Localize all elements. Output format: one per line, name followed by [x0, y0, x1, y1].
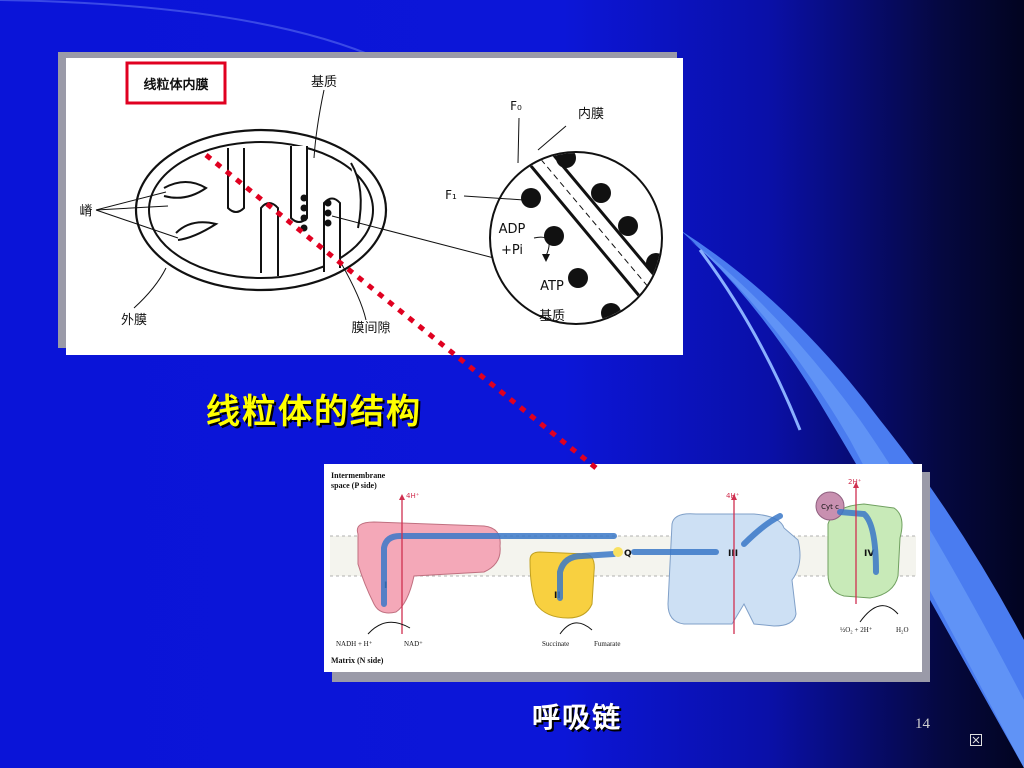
- label-fumarate: Fumarate: [594, 640, 620, 648]
- label-atp: ATP: [540, 279, 564, 294]
- caption-mitochondria-structure: 线粒体的结构: [206, 392, 422, 432]
- label-cristae: 嵴: [79, 204, 92, 219]
- label-complex-iii: III: [728, 549, 738, 559]
- label-proton-i: 4H⁺: [406, 492, 420, 500]
- caption-respiratory-chain: 呼吸链: [532, 701, 623, 734]
- label-outer-membrane: 外膜: [121, 313, 147, 328]
- respiratory-chain-panel: Intermembrane space (P side) Matrix (N s…: [324, 464, 922, 672]
- label-matrix-zoom: 基质: [539, 309, 565, 324]
- label-inner-membrane: 线粒体内膜: [143, 77, 208, 93]
- label-nadh: NADH + H⁺: [336, 640, 373, 648]
- label-proton-iii: 4H⁺: [726, 492, 740, 500]
- respiratory-chain-diagram: Intermembrane space (P side) Matrix (N s…: [330, 471, 916, 665]
- label-intermembrane-1: Intermembrane: [331, 471, 386, 480]
- label-water: H₂O: [896, 626, 909, 634]
- return-icon-glyph: [970, 734, 982, 746]
- return-icon[interactable]: [970, 731, 982, 746]
- cytochrome-c: [815, 491, 845, 521]
- mitochondria-diagram: 线粒体内膜: [79, 61, 663, 336]
- label-f1: F₁: [445, 188, 457, 202]
- mito-diagram-panel: 线粒体内膜: [66, 58, 683, 355]
- label-oxygen: ½O₂ + 2H⁺: [840, 626, 873, 634]
- complex-i: [356, 521, 501, 614]
- label-f0: F₀: [510, 99, 522, 113]
- label-matrix: 基质: [311, 75, 337, 90]
- label-intermembrane-2: space (P side): [331, 481, 377, 490]
- label-succinate: Succinate: [542, 640, 569, 648]
- label-inner: 内膜: [578, 106, 604, 122]
- label-q: Q: [624, 549, 632, 559]
- label-intermembrane-space: 膜间隙: [351, 321, 390, 336]
- label-adp: ADP: [499, 222, 526, 237]
- proton-arrows: [401, 486, 857, 634]
- electron-flow: [381, 509, 879, 607]
- label-complex-iv: IV: [864, 549, 874, 559]
- zoom-circle: [489, 151, 663, 325]
- page-number: 14: [915, 716, 930, 732]
- label-pi: +Pi: [501, 243, 523, 258]
- complex-iv: [827, 503, 903, 599]
- highlight-box: [125, 61, 227, 105]
- label-cyt-c: Cyt c: [821, 503, 839, 511]
- label-proton-iv: 2H⁺: [848, 478, 862, 486]
- label-nad: NAD⁺: [404, 640, 423, 648]
- label-matrix-side: Matrix (N side): [331, 656, 384, 665]
- ubiquinone: [613, 547, 623, 557]
